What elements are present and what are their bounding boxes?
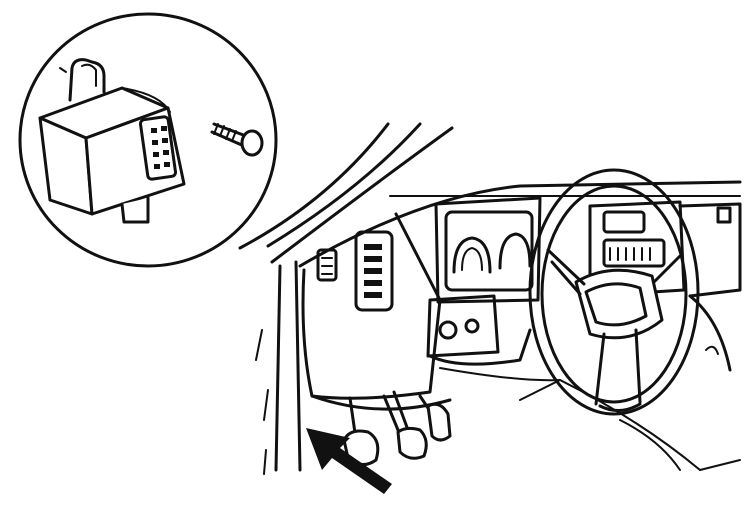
steering-wheel-rim-inner <box>540 184 688 404</box>
pedal-accelerator <box>418 394 452 442</box>
pedals <box>342 390 452 466</box>
steering-wheel-rim-outer <box>528 168 700 416</box>
bolt-threads <box>213 123 237 142</box>
bolt-head <box>240 129 264 157</box>
side-vent-slats <box>321 257 333 275</box>
steering-column <box>598 402 642 412</box>
relay-inset-callout <box>18 12 278 268</box>
cluster-housing <box>434 196 542 304</box>
right-dash-panel <box>588 200 686 298</box>
steering-spoke-right <box>652 254 682 284</box>
relay-connector-socket <box>138 115 178 181</box>
steering-spoke-bottom-1 <box>594 332 606 406</box>
dashboard-scene <box>238 122 742 494</box>
pillar-edge-2 <box>266 122 422 248</box>
dash-top-edge <box>298 180 742 268</box>
locator-arrow <box>306 428 392 494</box>
gauge-left <box>452 236 492 274</box>
steering-horn-pad <box>584 282 648 327</box>
right-vent <box>716 206 732 224</box>
radio-slot <box>602 210 646 234</box>
pedal-brake <box>382 390 428 460</box>
cluster-bezel <box>444 210 534 292</box>
locator-arrow-shape <box>306 428 392 494</box>
dash-right-lower <box>688 294 732 372</box>
gauge-right <box>498 232 532 270</box>
relay-edge <box>121 87 171 113</box>
gauge-left-inner <box>461 247 483 271</box>
steering-spoke-left-2 <box>550 260 582 296</box>
left-panel-outline <box>301 212 442 400</box>
pedal-brake-arm-2 <box>392 390 410 432</box>
steering-wheel <box>528 168 700 416</box>
inset-circle <box>18 12 278 268</box>
instrument-cluster <box>434 196 542 304</box>
mounting-bolt <box>210 122 264 157</box>
steering-spoke-left <box>546 248 586 286</box>
relay-module <box>38 58 186 224</box>
lower-console <box>426 294 532 366</box>
console-knob-2 <box>464 318 480 334</box>
relay-side-face <box>84 106 186 216</box>
relay-mounting-tab <box>68 58 106 102</box>
center-vent-left <box>354 230 394 312</box>
relay-connector-pins <box>151 126 170 169</box>
door-frame-vertical-2 <box>274 264 282 472</box>
right-dash <box>588 200 742 372</box>
pillar-edge-3 <box>270 126 454 264</box>
bolt-shank-bottom <box>210 130 246 148</box>
floor-tunnel <box>519 379 701 471</box>
far-right-dash <box>678 202 742 298</box>
center-vent-slats <box>364 244 382 298</box>
door-frame-marks <box>255 329 269 475</box>
side-vent <box>316 248 338 282</box>
relay-tab-hole <box>81 63 97 87</box>
console-lower-edge <box>428 328 532 366</box>
left-dash-panel <box>301 212 442 400</box>
floor-right <box>699 459 741 471</box>
console-panel <box>426 294 500 358</box>
hvac-controls <box>602 238 666 268</box>
hvac-slats <box>609 247 651 261</box>
door-frame-vertical-1 <box>294 260 302 472</box>
pedal-brake-pad <box>396 426 428 460</box>
dash-right-detail <box>705 345 719 355</box>
floor-edge-1 <box>439 367 561 382</box>
pedal-accel-pad <box>426 402 452 442</box>
inset-tick-mark <box>59 67 67 73</box>
floor-detail <box>619 419 681 471</box>
pillar-edge-1 <box>238 122 390 250</box>
steering-spoke-bottom-2 <box>634 328 642 404</box>
console-knob-1 <box>438 320 458 340</box>
pedal-brake-arm <box>382 394 400 432</box>
a-pillar <box>238 122 454 475</box>
relay-bottom-tab <box>120 196 150 224</box>
